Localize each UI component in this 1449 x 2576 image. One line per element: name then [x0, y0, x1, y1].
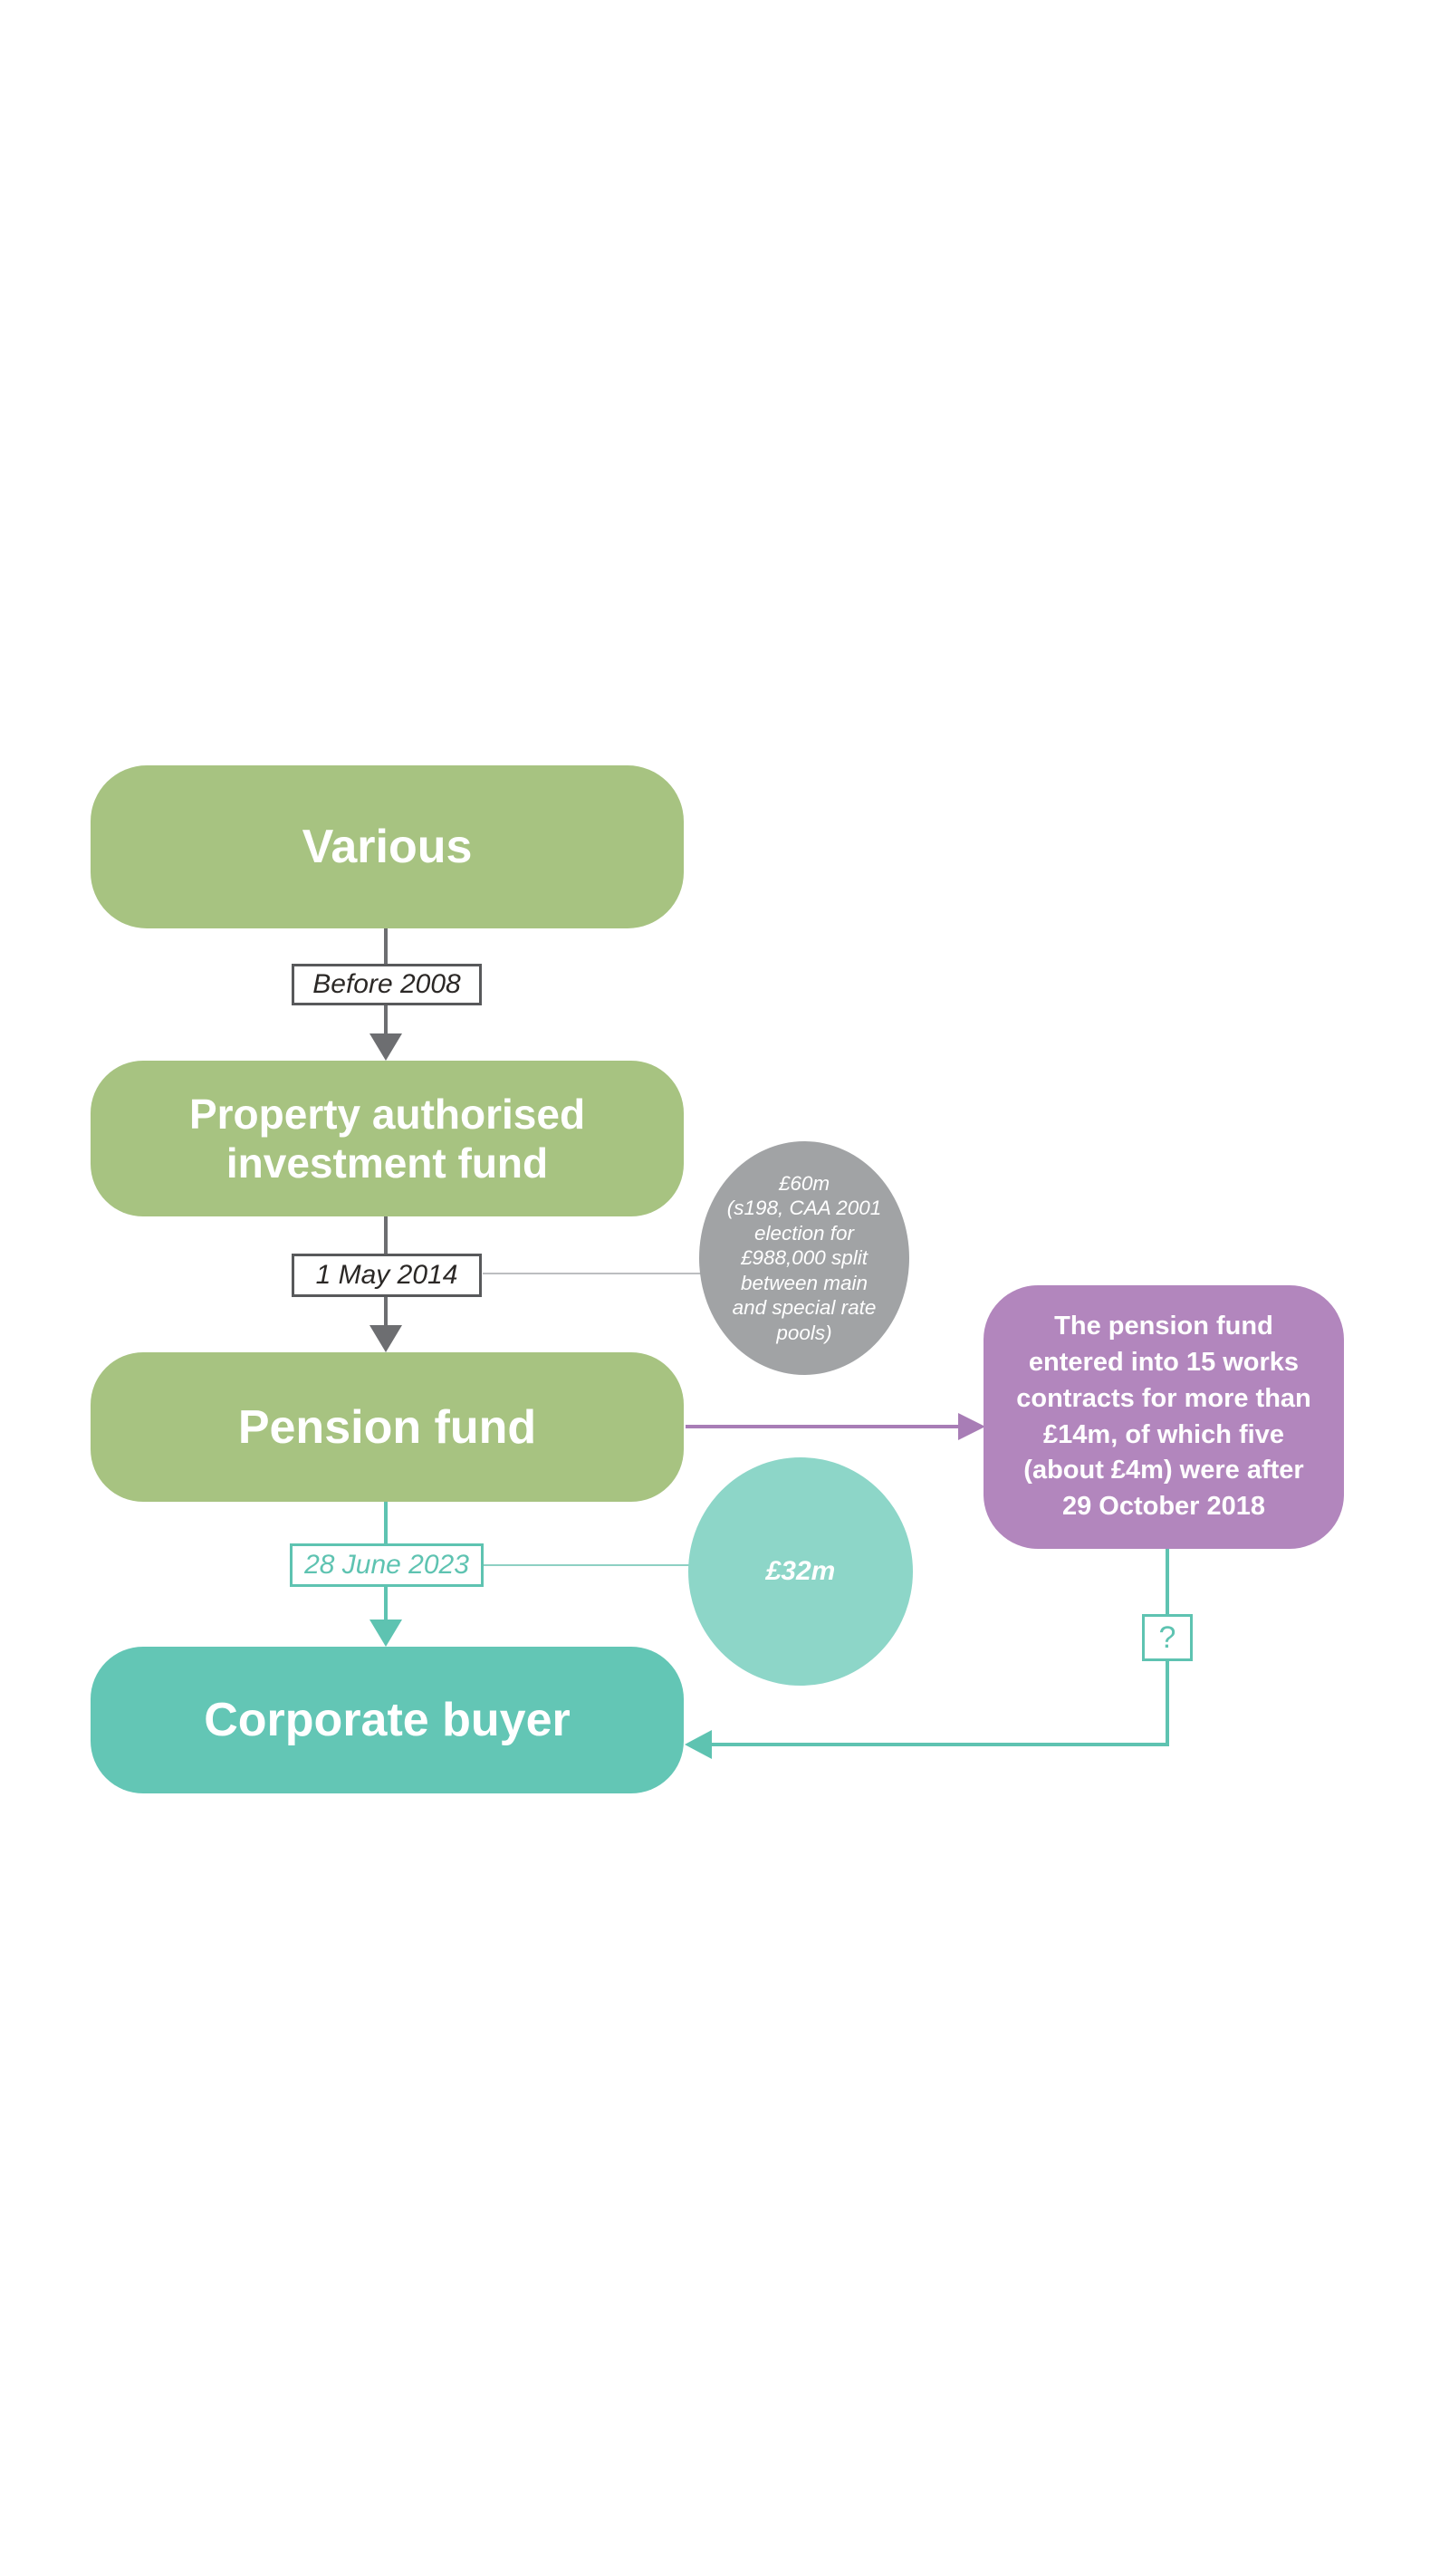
- arrow-right-into-works-note-icon: [958, 1413, 985, 1440]
- connector-june2023-to-price-note: [484, 1564, 701, 1566]
- edge-label-unknown-date: ?: [1142, 1614, 1193, 1661]
- edge-label-1-may-2014: 1 May 2014: [292, 1254, 482, 1297]
- edge-label-before-2008: Before 2008: [292, 964, 482, 1005]
- connector-works-note-to-corporate: [712, 1743, 1169, 1746]
- arrow-down-into-pension-icon: [369, 1325, 402, 1352]
- arrow-left-into-corporate-icon: [685, 1730, 712, 1759]
- connector-pension-to-works-note: [686, 1425, 960, 1428]
- note-election-circle: £60m (s198, CAA 2001 election for £988,0…: [699, 1141, 909, 1375]
- connector-may2014-to-election-note: [483, 1273, 716, 1274]
- note-works-contracts: The pension fund entered into 15 works c…: [984, 1285, 1344, 1549]
- edge-label-28-june-2023: 28 June 2023: [290, 1543, 484, 1587]
- node-various: Various: [91, 765, 684, 928]
- node-property-authorised-investment-fund: Property authorised investment fund: [91, 1061, 684, 1216]
- note-price-circle: £32m: [688, 1457, 913, 1686]
- node-corporate-buyer: Corporate buyer: [91, 1647, 684, 1793]
- arrow-down-into-paif-icon: [369, 1033, 402, 1061]
- arrow-down-into-corporate-icon: [369, 1620, 402, 1647]
- node-pension-fund: Pension fund: [91, 1352, 684, 1502]
